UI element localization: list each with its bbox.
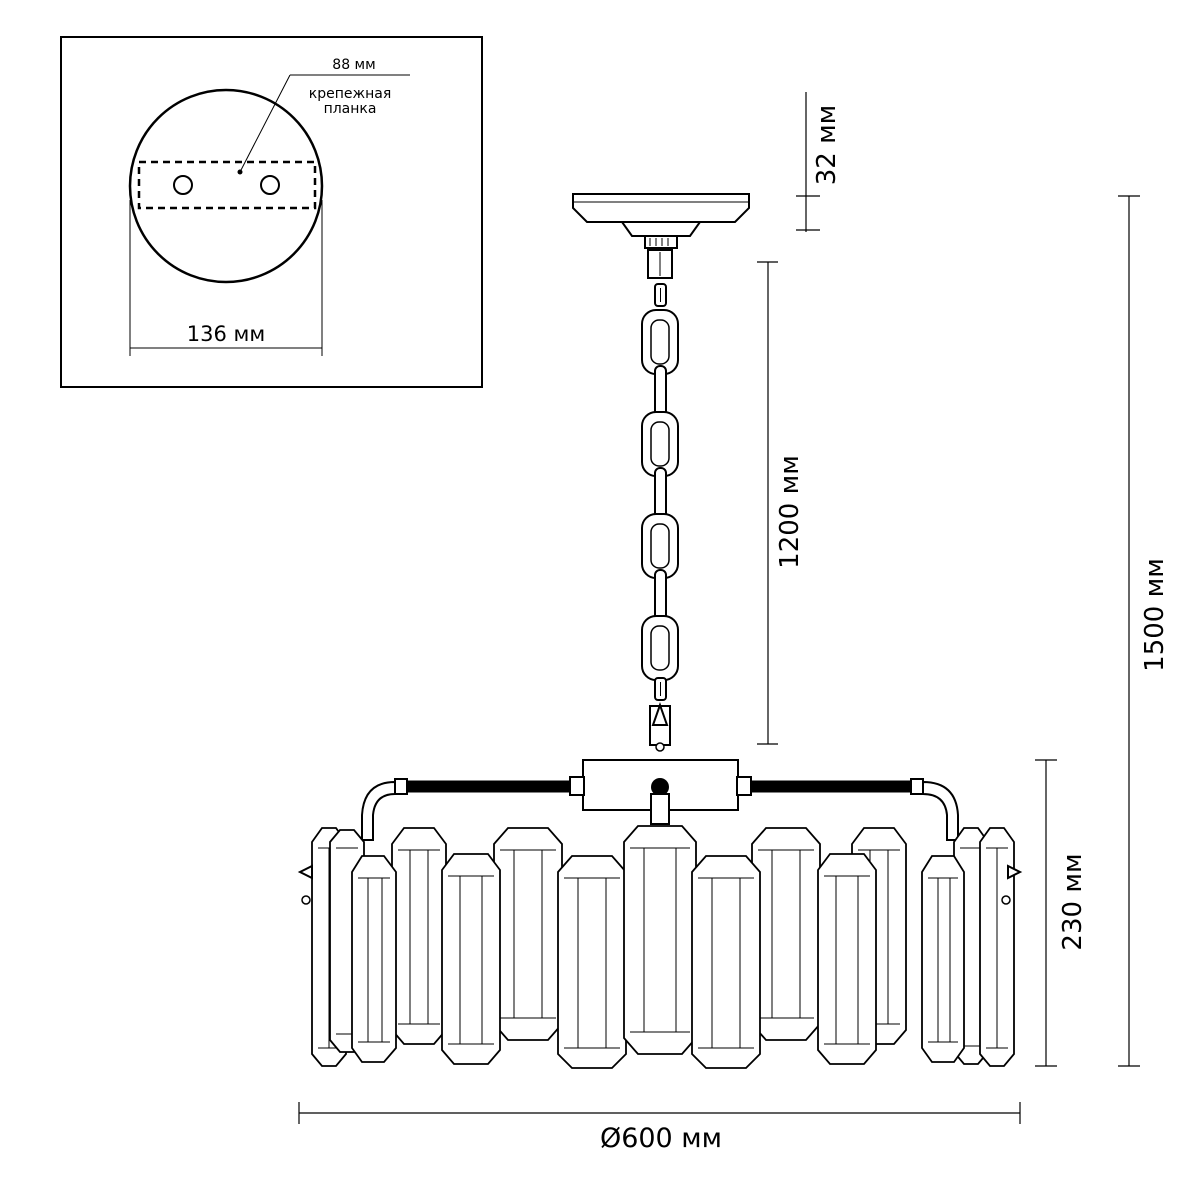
- crystal-back-5: [751, 827, 821, 1041]
- bracket-leader: [239, 74, 291, 173]
- crystal-front-2: [441, 853, 501, 1065]
- mounting-bracket: [137, 160, 317, 210]
- dim-shade-height: 230 мм: [1035, 759, 1088, 1067]
- crystal-front-7: [921, 855, 965, 1063]
- bracket-label-line1: крепежная: [309, 86, 392, 102]
- crystal-front-5: [691, 855, 761, 1069]
- chain: [641, 283, 679, 752]
- chain-length-label: 1200 мм: [775, 455, 805, 569]
- canopy-circle: [128, 88, 324, 284]
- dim-overall-height: 1500 мм: [1118, 195, 1170, 1067]
- canopy-diameter-label: 136 мм: [187, 322, 265, 346]
- crystal-front-4: [623, 825, 697, 1055]
- diameter-label: Ø600 мм: [600, 1123, 722, 1154]
- mounting-hole-right: [260, 175, 280, 195]
- crystal-front-6: [817, 853, 877, 1065]
- ceiling-canopy: [572, 193, 750, 279]
- crystal-front-3: [557, 855, 627, 1069]
- crystal-back-4: [493, 827, 563, 1041]
- crystal-front-1: [351, 855, 397, 1063]
- mounting-inset: 88 мм крепежная планка 136 мм: [60, 36, 483, 388]
- dim-canopy-height: 32 мм: [796, 92, 842, 232]
- dim-chain-length: 1200 мм: [757, 261, 805, 745]
- chandelier-frame: [361, 759, 959, 841]
- overall-height-label: 1500 мм: [1140, 558, 1170, 672]
- bracket-label-line2: планка: [324, 101, 377, 117]
- crystal-back-3: [391, 827, 447, 1045]
- mounting-hole-left: [173, 175, 193, 195]
- crystal-back-8: [979, 827, 1015, 1067]
- canopy-height-label: 32 мм: [812, 105, 842, 186]
- dim-diameter: Ø600 мм: [298, 1102, 1021, 1154]
- crystal-ring: [297, 825, 1023, 1069]
- shade-height-label: 230 мм: [1058, 853, 1088, 950]
- bracket-dimension: 88 мм: [332, 57, 375, 73]
